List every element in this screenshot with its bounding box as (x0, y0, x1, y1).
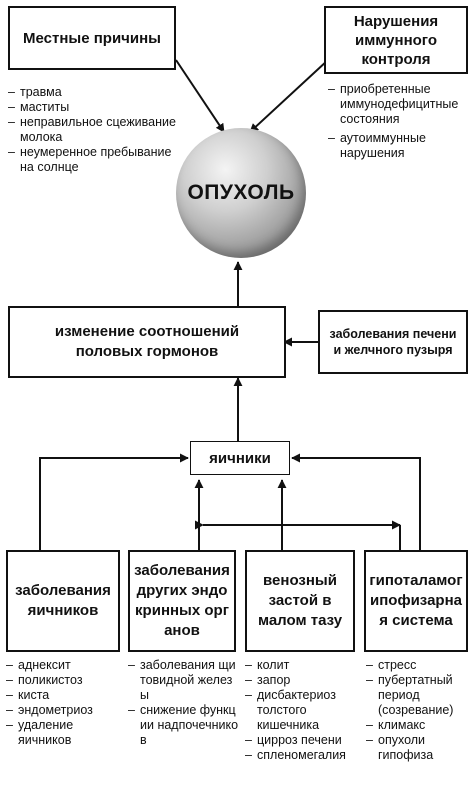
hypothalamus-box: гипоталамогипофизарная система (364, 550, 468, 652)
immune-control-box: Нарушения иммунного контроля (324, 6, 468, 74)
endocrine-box: заболевания других эндокринных органов (128, 550, 236, 652)
venous-title: венозный застой в малом тазу (257, 572, 343, 629)
hypothalamus-list: стресс пубертатный период (созревание) к… (366, 658, 470, 763)
local-causes-box: Местные причины (8, 6, 176, 70)
list-item: заболевания щитовидной железы (128, 658, 240, 703)
venous-box: венозный застой в малом тазу (245, 550, 355, 652)
ovaries-box: яичники (190, 441, 290, 475)
tumor-circle: ОПУХОЛЬ (176, 128, 306, 258)
venous-list: колит запор дисбактериоз толстого кишечн… (245, 658, 359, 763)
immune-control-list: приобретенные иммунодефицитные состояния… (328, 82, 470, 165)
list-item: удаление яичников (6, 718, 124, 748)
arrow-immune-to-tumor (249, 59, 329, 133)
liver-box: заболевания печени и желчного пузыря (318, 310, 468, 374)
list-item: неумеренное пребывание на солнце (8, 145, 178, 175)
line-hypothalamus-to-ovaries (291, 453, 421, 550)
list-item: климакс (366, 718, 470, 733)
hormones-label: изменение соотношений половых гормонов (54, 323, 240, 360)
hormones-box: изменение соотношений половых гормонов (8, 306, 286, 378)
line-ovary-diseases-to-ovaries (39, 453, 189, 550)
immune-control-title: Нарушения иммунного контроля (353, 12, 439, 68)
endocrine-list: заболевания щитовидной железы снижение ф… (128, 658, 240, 748)
ovary-diseases-title: заболевания яичников (15, 582, 111, 619)
liver-label: заболевания печени и желчного пузыря (329, 327, 457, 357)
list-item: стресс (366, 658, 470, 673)
list-item: неправильное сцеживание молока (8, 115, 178, 145)
list-item: поликистоз (6, 673, 124, 688)
endocrine-title: заболевания других эндокринных органов (134, 562, 230, 639)
list-item: травма (8, 85, 178, 100)
list-item: запор (245, 673, 359, 688)
local-causes-list: травма маститы неправильное сцеживание м… (8, 85, 178, 175)
list-item: приобретенные иммунодефицитные состояния (328, 82, 470, 127)
list-item: опухоли гипофиза (366, 733, 470, 763)
tumor-label: ОПУХОЛЬ (187, 181, 295, 204)
list-item: цирроз печени (245, 733, 359, 748)
list-item: дисбактериоз толстого кишечника (245, 688, 359, 733)
list-item: аднексит (6, 658, 124, 673)
list-item: снижение функции надпочечников (128, 703, 240, 748)
ovaries-label: яичники (209, 449, 271, 467)
local-causes-title: Местные причины (23, 29, 161, 47)
list-item: пубертатный период (созревание) (366, 673, 470, 718)
list-item: эндометриоз (6, 703, 124, 718)
ovary-diseases-list: аднексит поликистоз киста эндометриоз уд… (6, 658, 124, 748)
list-item: маститы (8, 100, 178, 115)
list-item: аутоиммунные нарушения (328, 131, 470, 161)
list-item: киста (6, 688, 124, 703)
list-item: спленомегалия (245, 748, 359, 763)
list-item: колит (245, 658, 359, 673)
arrow-local-to-tumor (175, 59, 225, 133)
hypothalamus-title: гипоталамогипофизарная система (369, 572, 463, 629)
ovary-diseases-box: заболевания яичников (6, 550, 120, 652)
